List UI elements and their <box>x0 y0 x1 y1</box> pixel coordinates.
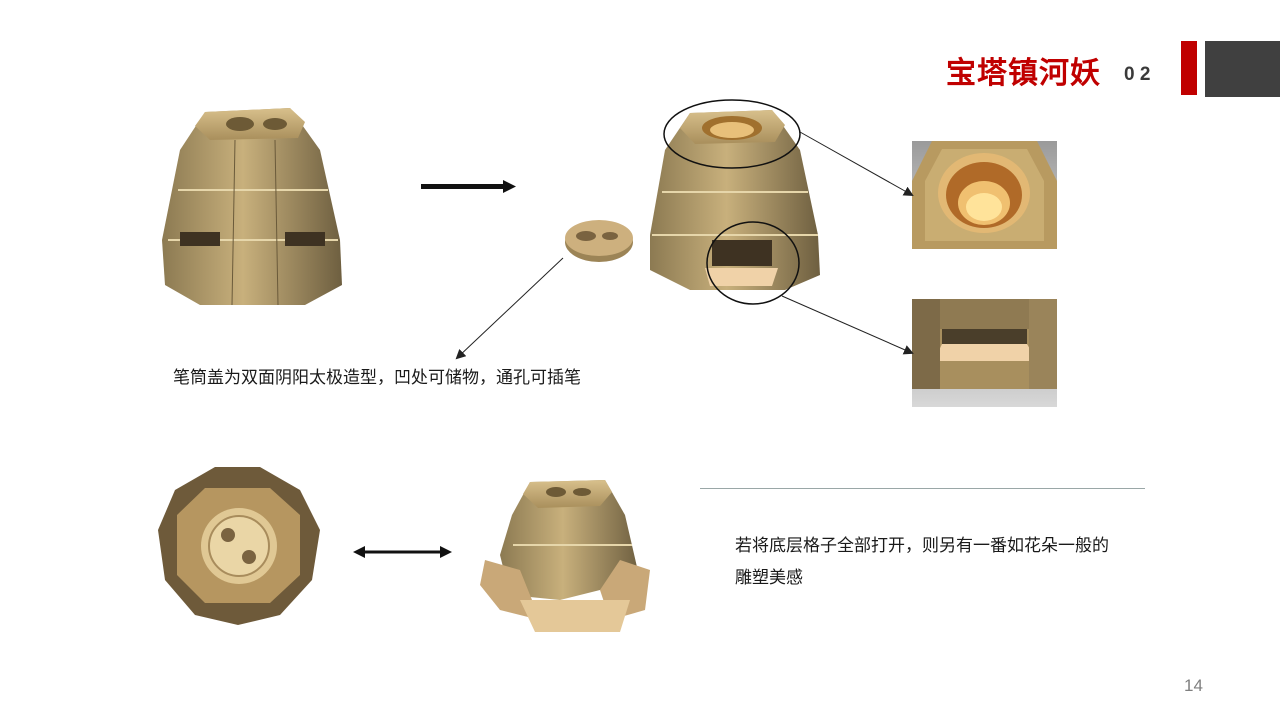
detail-photo-top-opening <box>912 141 1057 249</box>
thick-right-arrow-icon <box>421 180 516 193</box>
connector-arrow-top <box>799 131 914 196</box>
divider-line <box>700 488 1145 489</box>
yinyang-lid-image <box>565 220 633 262</box>
connector-arrow-drawer <box>781 295 914 355</box>
double-headed-arrow-icon <box>353 546 452 558</box>
caption-open-line-1: 若将底层格子全部打开，则另有一番如花朵一般的 <box>735 536 1109 556</box>
detail-photo-drawer <box>912 299 1057 407</box>
page-number: 14 <box>1184 676 1203 695</box>
connector-arrow-lid <box>455 257 564 360</box>
highlight-ring-top <box>663 99 801 169</box>
caption-lid: 笔筒盖为双面阴阳太极造型，凹处可储物，通孔可插笔 <box>173 368 581 388</box>
slide-title: 宝塔镇河妖 <box>946 56 1101 91</box>
pagoda-closed-image <box>162 108 342 306</box>
highlight-ring-drawer <box>706 221 800 305</box>
pagoda-open-image <box>650 110 820 290</box>
pagoda-bloomed-image <box>480 480 650 632</box>
header-dark-block <box>1205 41 1280 97</box>
pagoda-top-view-image <box>158 467 320 625</box>
caption-open-line-2: 雕塑美感 <box>735 568 803 588</box>
section-number: 0 2 <box>1124 64 1151 85</box>
header-accent-bar <box>1181 41 1197 95</box>
